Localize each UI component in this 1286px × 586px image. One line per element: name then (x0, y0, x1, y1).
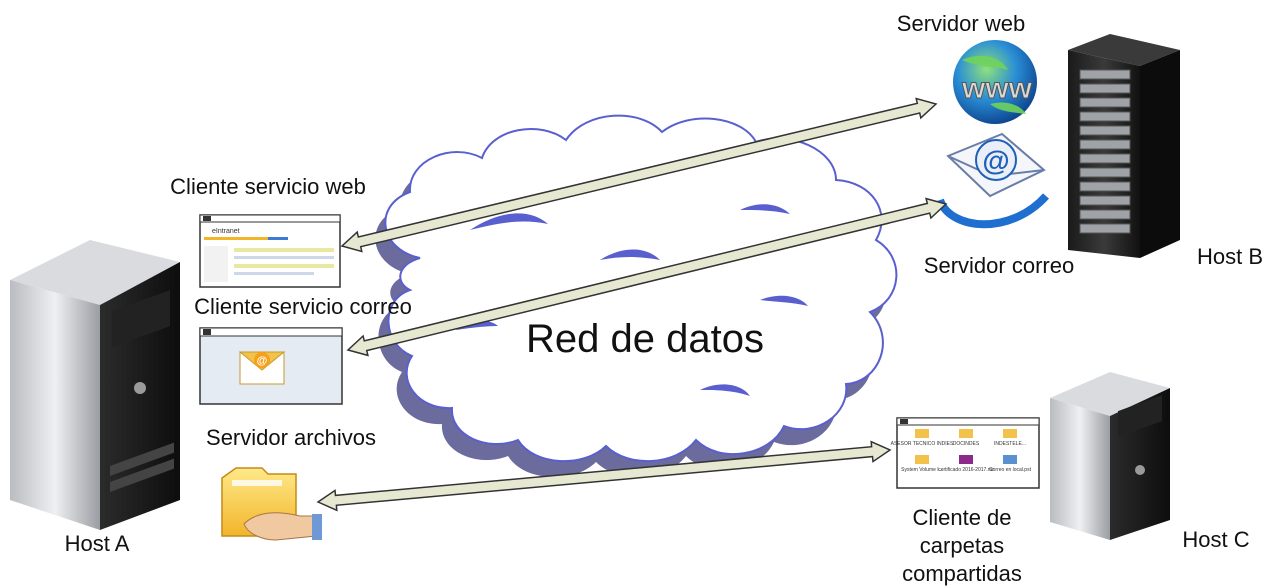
network-cloud: Red de datos (375, 114, 898, 478)
host-a-label: Host A (65, 531, 130, 556)
host-c-computer (1050, 372, 1170, 540)
shared-file-name: Correo en local.pst (989, 467, 1032, 473)
rack-drive-bay (1079, 209, 1131, 220)
file-server-label: Servidor archivos (206, 425, 376, 450)
host-c-label: Host C (1182, 527, 1249, 552)
folder-icon (915, 455, 929, 464)
shared-file-name: DOCINDES (953, 441, 980, 447)
folder-icon (1003, 429, 1017, 438)
www-glyph: www (961, 72, 1033, 105)
share-client-label-line-1: Cliente de (912, 505, 1011, 530)
svg-text:@: @ (257, 355, 268, 367)
mail-server-icon: @ (936, 132, 1049, 229)
web-arrow (340, 97, 938, 253)
connection-arrows (316, 97, 948, 512)
cloud-highlight (700, 384, 750, 396)
mail-window-icon: @ (199, 327, 343, 405)
shared-file-name: INDESTELE... (994, 441, 1026, 447)
rack-drive-bay (1079, 111, 1131, 122)
shared-folder-icon (221, 467, 322, 541)
network-label: Red de datos (526, 317, 764, 361)
mail-client-label: Cliente servicio correo (194, 294, 412, 319)
rack-drive-bay (1079, 125, 1131, 136)
cloud-body (384, 114, 898, 463)
shared-file-name: ASESOR TECNICO INDIES (891, 441, 954, 447)
rack-drive-bay (1079, 195, 1131, 206)
cloud-highlight (760, 295, 808, 306)
rack-drive-bay (1079, 167, 1131, 178)
host-b-server-rack (1068, 34, 1180, 258)
cloud-highlight (456, 320, 498, 330)
share-client-label-line-3: compartidas (902, 561, 1022, 586)
folder-icon (959, 429, 973, 438)
rack-drive-bay (1079, 139, 1131, 150)
rack-drive-bay (1079, 153, 1131, 164)
web-client-label: Cliente servicio web (170, 174, 366, 199)
cloud-highlight (600, 249, 660, 260)
shared-file-name: System Volume I... (901, 467, 943, 473)
cloud-highlight (740, 204, 790, 214)
file-icon (1003, 455, 1017, 464)
window-logo: eIntranet (212, 228, 240, 235)
rack-drive-bay (1079, 181, 1131, 192)
cloud-highlight (470, 213, 548, 230)
svg-text:@: @ (982, 145, 1009, 176)
globe-www-icon: www (953, 40, 1037, 124)
intranet-window-icon: eIntranet (199, 214, 341, 288)
mail-arrow (346, 197, 948, 357)
rack-drive-bay (1079, 97, 1131, 108)
mail-server-label: Servidor correo (924, 253, 1074, 278)
host-a-computer (10, 240, 180, 530)
rack-drive-bay (1079, 83, 1131, 94)
shared-file-name: certificado 2016-2017.rar (938, 467, 994, 473)
share-client-label-line-2: carpetas (920, 533, 1004, 558)
files-arrow (316, 440, 892, 512)
rack-drive-bay (1079, 69, 1131, 80)
folder-icon (915, 429, 929, 438)
host-b-label: Host B (1197, 244, 1263, 269)
rack-drive-bay (1079, 223, 1131, 234)
archive-icon (959, 455, 973, 464)
web-server-label: Servidor web (897, 11, 1025, 36)
